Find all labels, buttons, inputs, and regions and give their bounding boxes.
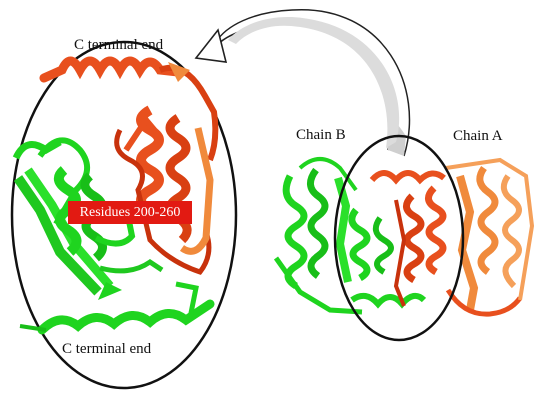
chain-b-label: Chain B (296, 127, 346, 143)
residues-label: Residues 200-260 (68, 201, 192, 224)
chain-a-label: Chain A (453, 128, 503, 144)
zoom-arrow (194, 9, 411, 157)
chain-b-zoom-ribbon (12, 137, 215, 335)
c-terminal-label-top: C terminal end (74, 37, 164, 53)
c-terminal-label-bottom: C terminal end (62, 341, 152, 357)
selection-ellipse (333, 134, 465, 342)
chain-a-full-ribbon (369, 157, 535, 317)
